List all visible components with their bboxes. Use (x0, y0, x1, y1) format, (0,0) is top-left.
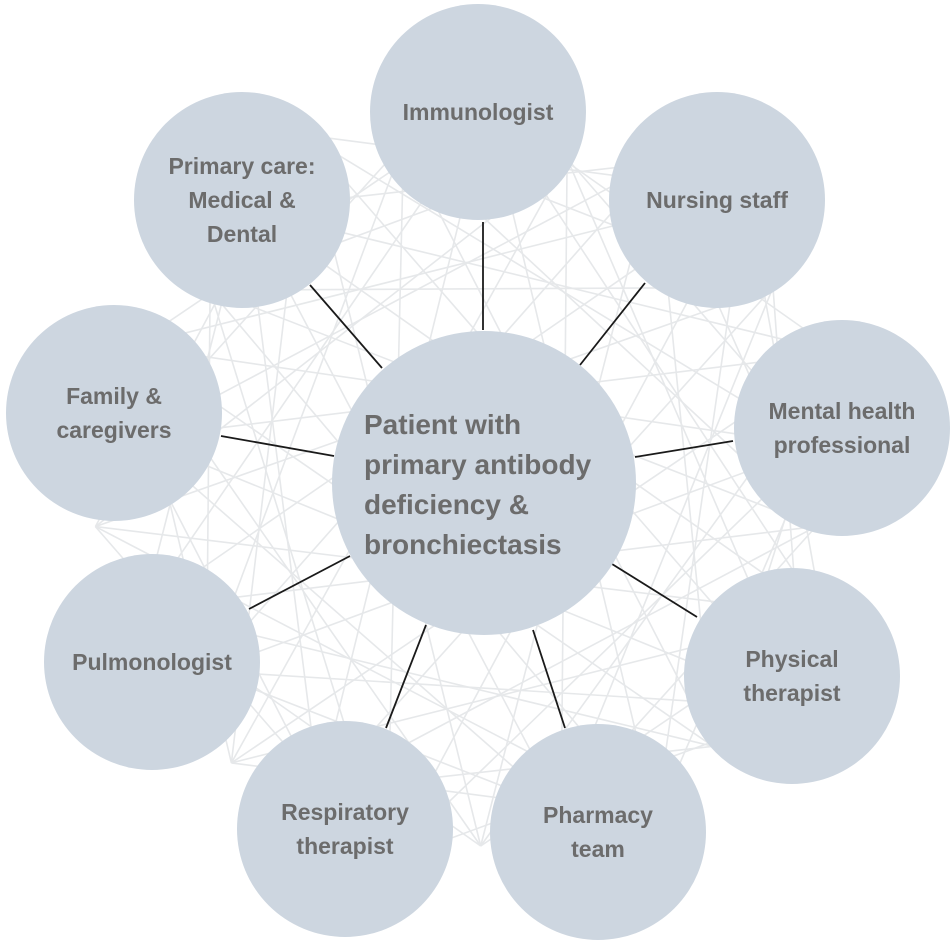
spoke-lines (220, 222, 734, 729)
spoke-line-primary-care (309, 284, 383, 369)
spoke-line-mental-health-professional (634, 440, 734, 458)
node-label-pharmacy-team: team (571, 836, 625, 862)
node-label-pharmacy-team: Pharmacy (543, 802, 653, 828)
node-label-mental-health-professional: professional (774, 432, 911, 458)
node-circle-mental-health-professional (734, 320, 950, 536)
node-mental-health-professional: Mental health professional (734, 320, 950, 536)
spoke-line-nursing-staff (579, 282, 646, 366)
node-label-primary-care: Primary care: (168, 153, 315, 179)
node-circle-pharmacy-team (490, 724, 706, 940)
spoke-line-pharmacy-team (532, 629, 566, 729)
node-label-primary-care: Medical & (188, 187, 295, 213)
node-nursing-staff: Nursing staff (609, 92, 825, 308)
background-web-line (560, 287, 774, 810)
node-label-physical-therapist: Physical (745, 646, 838, 672)
node-label-immunologist: Immunologist (403, 99, 554, 125)
node-label-family-caregivers: Family & (66, 383, 162, 409)
node-circle-nursing-staff (609, 92, 825, 308)
node-label-nursing-staff: Nursing staff (646, 187, 788, 213)
node-label-primary-care: Dental (207, 221, 277, 247)
node-circle-physical-therapist (684, 568, 900, 784)
node-family-caregivers: Family & caregivers (6, 305, 222, 521)
spoke-line-pulmonologist (248, 555, 351, 610)
node-label-pulmonologist: Pulmonologist (72, 649, 232, 675)
node-label-physical-therapist: therapist (743, 680, 840, 706)
node-circle-primary-care (134, 92, 350, 308)
node-pulmonologist: Pulmonologist (44, 554, 260, 770)
node-label-respiratory-therapist: Respiratory (281, 799, 409, 825)
node-circle-family-caregivers (6, 305, 222, 521)
background-web-line (386, 445, 818, 863)
node-circle-immunologist (370, 4, 586, 220)
node-pharmacy-team: Pharmacy team (490, 724, 706, 940)
center-circle (332, 331, 636, 635)
background-web-line (137, 162, 656, 439)
center-node: Patient with primary antibody deficiency &… (332, 331, 636, 635)
center-label: deficiency & (364, 489, 529, 520)
center-label: Patient with (364, 409, 521, 440)
node-label-family-caregivers: caregivers (56, 417, 171, 443)
spoke-line-physical-therapist (611, 563, 698, 618)
node-immunologist: Immunologist (370, 4, 586, 220)
node-label-mental-health-professional: Mental health (769, 398, 916, 424)
spoke-line-family-caregivers (220, 435, 335, 457)
node-respiratory-therapist: Respiratory therapist (237, 721, 453, 937)
node-circle-respiratory-therapist (237, 721, 453, 937)
node-physical-therapist: Physical therapist (684, 568, 900, 784)
node-primary-care: Primary care: Medical & Dental (134, 92, 350, 308)
center-label: primary antibody (364, 449, 592, 480)
center-label: bronchiectasis (364, 529, 562, 560)
node-label-respiratory-therapist: therapist (296, 833, 393, 859)
spoke-line-respiratory-therapist (385, 624, 427, 729)
node-circle-pulmonologist (44, 554, 260, 770)
